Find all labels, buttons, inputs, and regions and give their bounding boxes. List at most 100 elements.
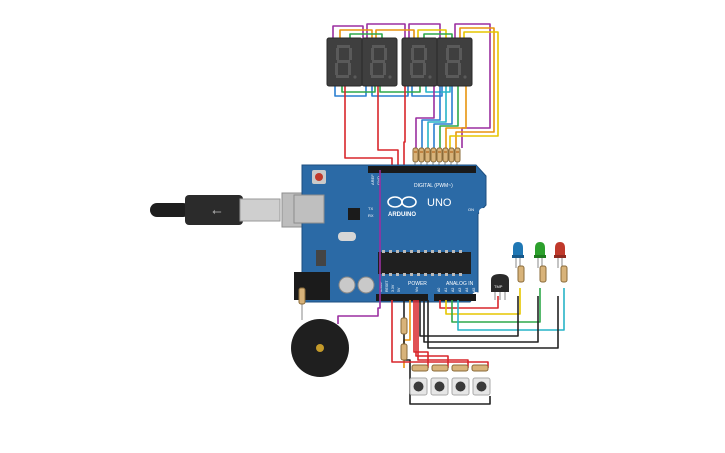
analog-header: [434, 294, 476, 301]
resistor: [539, 265, 547, 283]
led-red: [554, 242, 568, 283]
wire-bot-2: [371, 86, 409, 97]
reset-label: RESET: [385, 279, 389, 292]
resistor: [454, 147, 461, 163]
wire-bot-4: [341, 86, 376, 93]
on-label: ON: [468, 207, 474, 212]
wire-top-1: [332, 25, 364, 38]
wire-down-5: [421, 86, 441, 148]
wire-top-2: [366, 23, 406, 38]
resistor: [400, 343, 408, 361]
wire-gnd-1: [419, 296, 519, 337]
v5-label: 5V: [397, 287, 401, 292]
wire-buzzer: [337, 170, 381, 324]
led-green: [534, 242, 547, 283]
seven-segment-display-2: [361, 37, 398, 87]
arduino-uno-board: ARDUINO UNO DIGITAL (PWM~) POWER ANALOG …: [293, 164, 487, 303]
resistor: [430, 147, 437, 163]
resistor: [442, 147, 449, 163]
wire-down-1: [344, 86, 393, 168]
analog-pin-label: A0: [437, 288, 441, 292]
resistor: [517, 265, 525, 283]
analog-pin-label: A4: [465, 288, 469, 292]
wire-right-3: [449, 31, 499, 148]
button-resistors: [400, 317, 489, 372]
resistor: [451, 364, 469, 372]
resistor: [400, 317, 408, 335]
wire-btn-3: [417, 300, 469, 368]
wire-down-9: [445, 86, 467, 148]
wire-temp: [439, 296, 499, 309]
power-header: [376, 294, 428, 301]
wire-bot-1: [334, 86, 367, 97]
push-button-2: [430, 377, 449, 396]
resistor: [298, 287, 306, 305]
wire-gnd-2: [423, 296, 539, 343]
board-model: UNO: [427, 197, 452, 209]
wire-led-red: [457, 288, 565, 331]
resistor: [411, 364, 429, 372]
atmega-chip: [378, 252, 471, 274]
arduino-logo-icon: [387, 196, 417, 208]
lower-wires: [337, 170, 565, 405]
aref-label: AREF: [370, 174, 375, 185]
wire-bot-6: [425, 86, 451, 93]
resistor: [412, 147, 419, 163]
temp-sensor-label: TMP: [494, 284, 503, 289]
analog-pin-label: A1: [444, 288, 448, 292]
resistor: [431, 364, 449, 372]
wire-down-4: [415, 86, 435, 148]
display-wires: [332, 23, 499, 168]
push-buttons: [409, 377, 491, 396]
resistor: [560, 265, 568, 283]
wire-led-green: [451, 288, 541, 323]
wire-top-7: [349, 33, 383, 38]
analog-pin-label: A3: [458, 288, 462, 292]
resistor: [424, 147, 431, 163]
led-group: [512, 242, 568, 283]
resistor: [418, 147, 425, 163]
usb-cable: ⭠: [150, 192, 305, 228]
push-button-3: [451, 377, 470, 396]
ioref-label: IOREF: [379, 281, 383, 292]
temperature-sensor: TMP: [491, 274, 509, 300]
seven-segment-display-1: [326, 37, 363, 87]
board-brand: ARDUINO: [388, 212, 416, 218]
seven-segment-display-3: [401, 37, 438, 87]
resistor: [448, 147, 455, 163]
resistor: [436, 147, 443, 163]
wire-top-3: [408, 23, 441, 38]
wire-bot-3: [411, 86, 443, 97]
usb-icon: ⭠: [212, 204, 222, 218]
analog-label: ANALOG IN: [446, 281, 474, 287]
wire-gnd-3: [427, 296, 559, 349]
wire-btn-4: [391, 300, 489, 368]
tx-label: TX: [368, 206, 373, 211]
wire-down-3: [403, 86, 406, 168]
wire-down-6: [427, 86, 447, 148]
wire-led-blue: [445, 288, 521, 315]
digital-label: DIGITAL (PWM~): [414, 183, 453, 189]
digital-header: [368, 166, 476, 173]
power-label: POWER: [408, 281, 427, 287]
gnd-label: GND: [376, 176, 381, 185]
analog-pin-label: A5: [472, 288, 476, 292]
wire-down-2: [377, 86, 399, 168]
wire-bot-5: [379, 86, 421, 93]
seven-segment-display-group: [326, 37, 473, 87]
rx-label: RX: [368, 213, 374, 218]
push-button-4: [472, 377, 491, 396]
wire-top-8: [423, 33, 453, 38]
push-button-1: [409, 377, 428, 396]
resistor: [471, 364, 489, 372]
analog-pin-label: A2: [451, 288, 455, 292]
wire-down-8: [439, 86, 459, 148]
usb-port: [293, 194, 325, 224]
wire-down-7: [433, 86, 453, 148]
vin-label: Vin: [415, 287, 419, 292]
piezo-buzzer: [291, 287, 349, 377]
v33-label: 3.3V: [391, 284, 395, 292]
led-blue: [512, 242, 525, 283]
